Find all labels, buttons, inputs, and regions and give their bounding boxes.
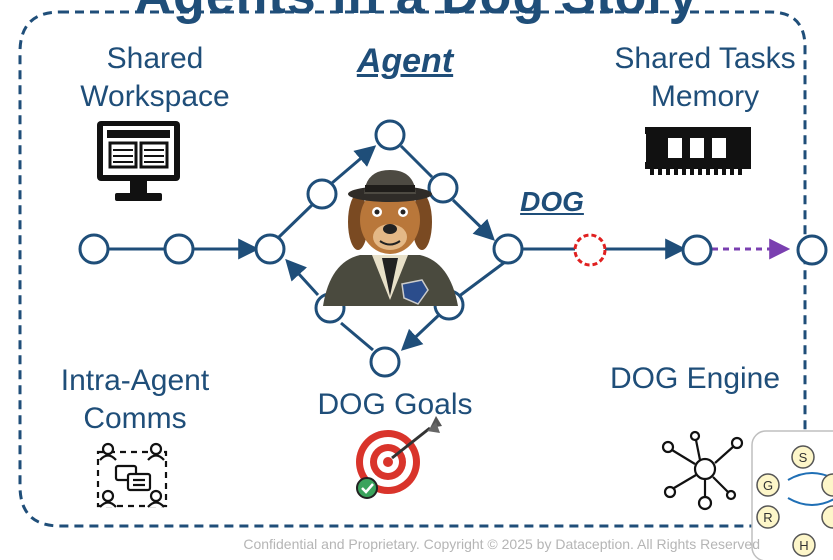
agent-node-ur [427, 172, 459, 204]
agent-node-left [254, 233, 286, 265]
target-icon [356, 416, 442, 499]
intra-agent-label-line2: Comms [83, 402, 187, 435]
dog-title: DOG [520, 186, 584, 217]
dog-detective-icon [323, 170, 458, 306]
agent-diamond [254, 119, 524, 378]
network-graph-icon [661, 430, 744, 511]
chat-group-icon [96, 442, 168, 508]
cycle-node-h: H [799, 538, 808, 553]
shared-workspace-label-line1: Shared [106, 42, 204, 75]
cycle-node-s: S [799, 450, 808, 465]
dog-engine-label: DOG Engine [609, 362, 781, 395]
shared-tasks-label-line2: Memory [650, 80, 760, 113]
agent-node-right [492, 233, 524, 265]
dog-goals-label: DOG Goals [317, 388, 473, 421]
footer-copyright: Confidential and Proprietary. Copyright … [243, 536, 760, 552]
intra-agent-label-line1: Intra-Agent [60, 364, 210, 397]
input-path [78, 233, 260, 265]
input-node-2 [163, 233, 195, 265]
memory-chip-icon [640, 127, 757, 175]
output-node-1 [681, 234, 713, 266]
agent-node-bottom [369, 346, 401, 378]
cycle-node-g: G [763, 478, 773, 493]
shared-workspace-label-line2: Workspace [80, 80, 230, 113]
output-node-2 [796, 234, 828, 266]
dog-node-highlighted [573, 233, 607, 267]
agent-title: Agent [356, 42, 454, 80]
input-node-1 [78, 233, 110, 265]
dashed-frame [18, 10, 807, 528]
agent-node-top [374, 119, 406, 151]
output-path [522, 233, 828, 267]
shared-tasks-label-line1: Shared Tasks [614, 42, 796, 75]
cycle-card: S G R H [751, 430, 833, 560]
monitor-icon [97, 121, 180, 201]
cycle-node-r: R [763, 510, 772, 525]
agent-node-ul [306, 178, 338, 210]
